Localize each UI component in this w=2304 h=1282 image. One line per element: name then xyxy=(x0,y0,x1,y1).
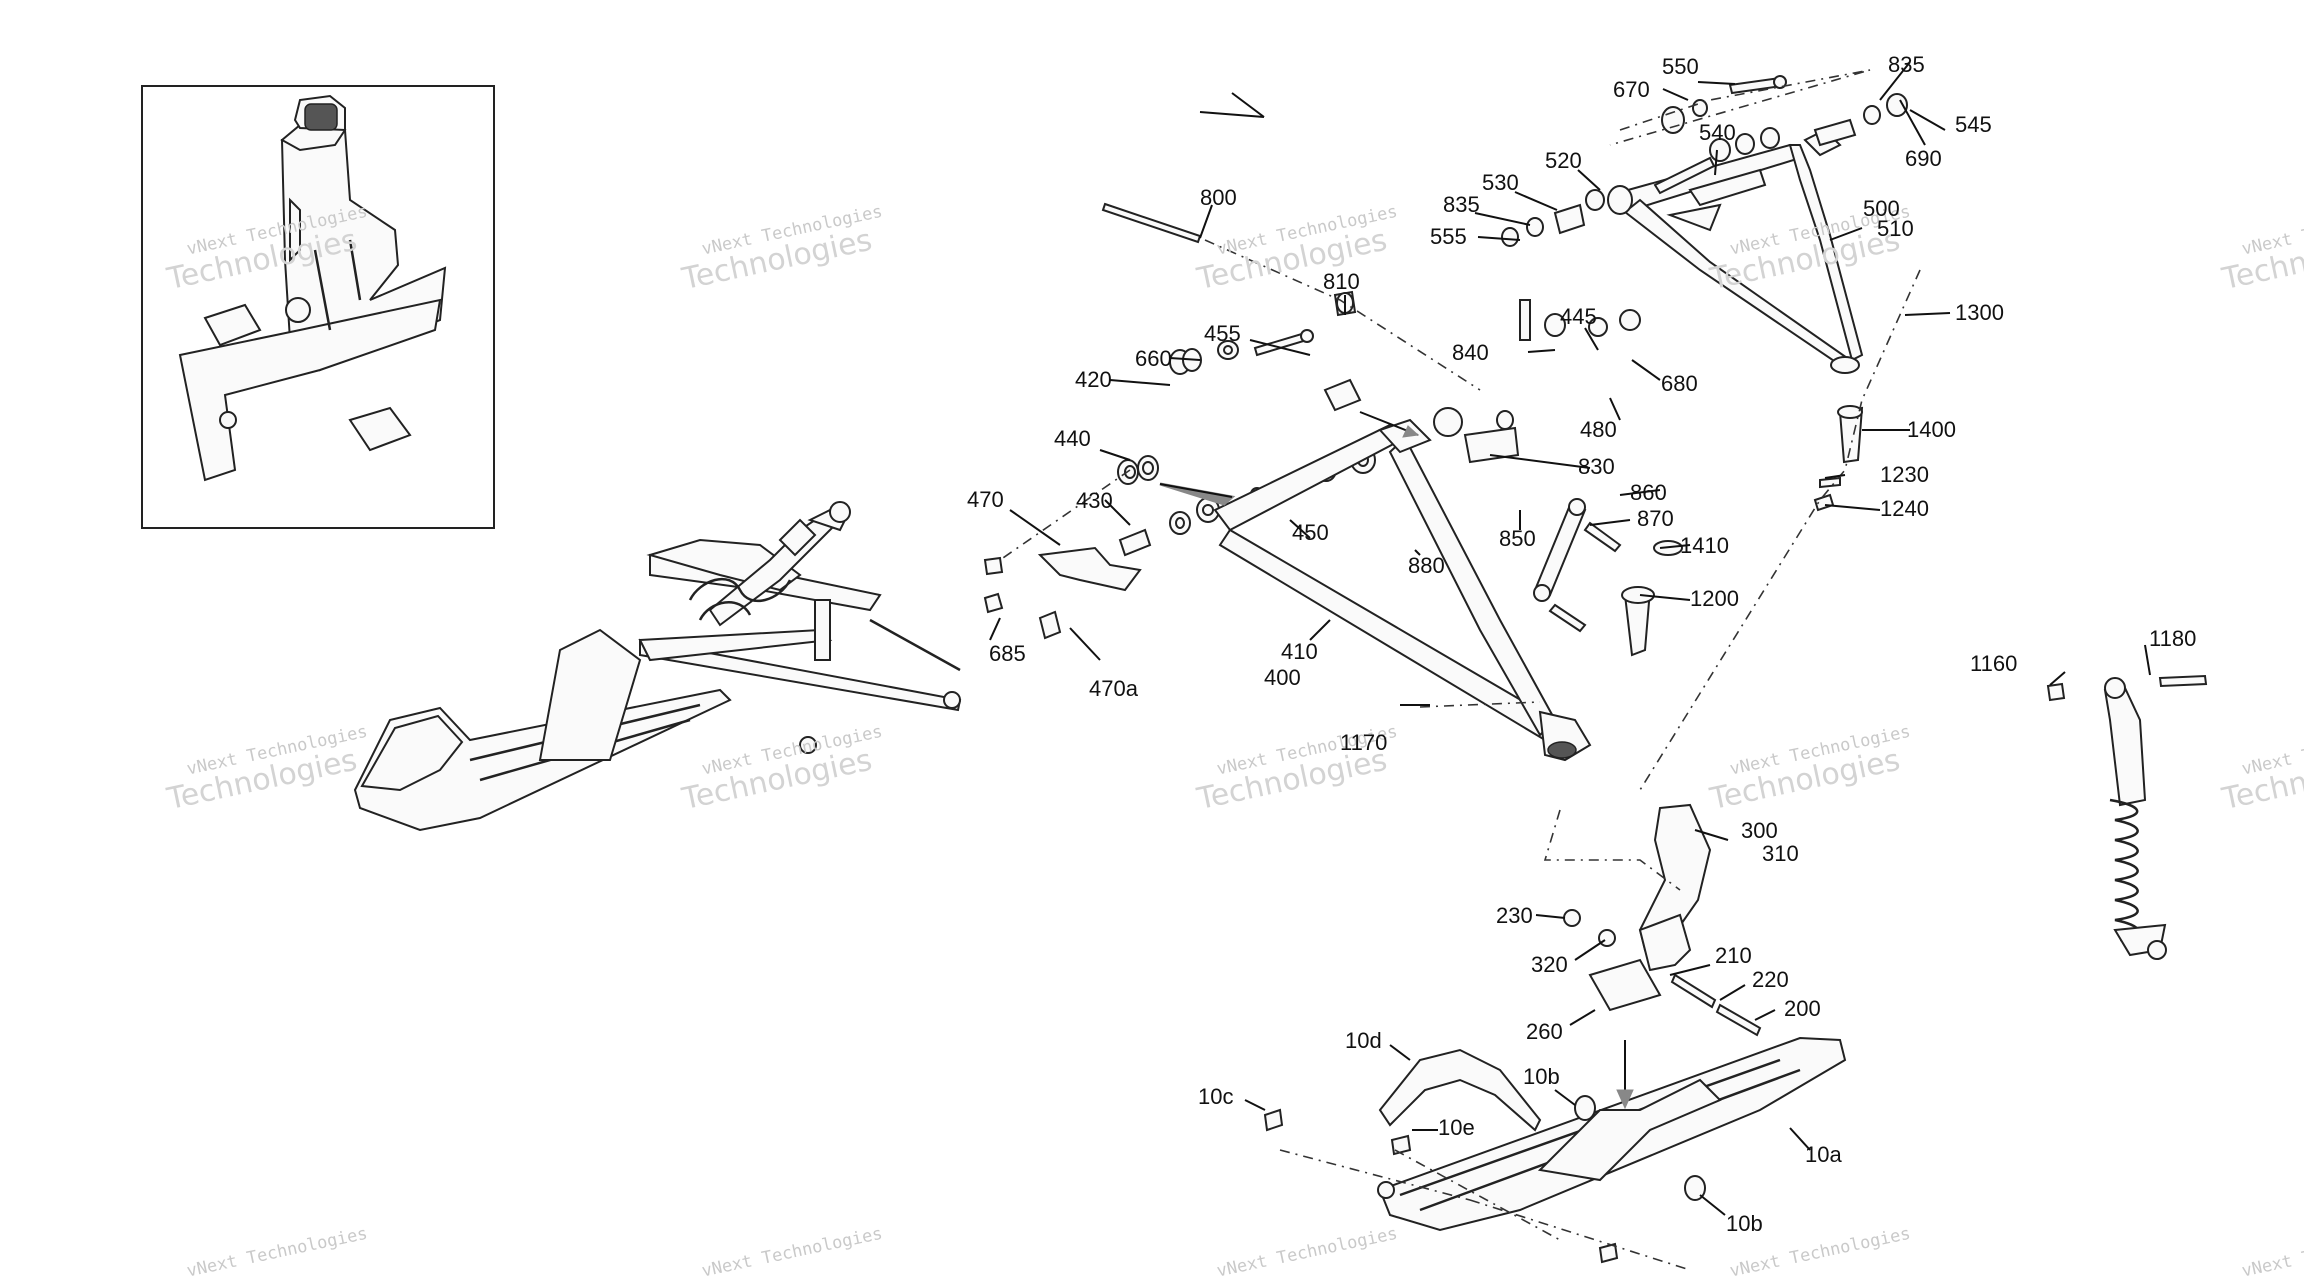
callout-860: 860 xyxy=(1630,480,1667,505)
callout-870: 870 xyxy=(1637,506,1674,531)
callout-660: 660 xyxy=(1135,346,1172,371)
callout-1160: 1160 xyxy=(1970,651,2018,676)
callout-835-b: 835 xyxy=(1443,192,1480,217)
callout-455: 455 xyxy=(1204,321,1241,346)
callout-510: 510 xyxy=(1877,216,1914,241)
callout-10e: 10e xyxy=(1438,1115,1475,1140)
callout-10d: 10d xyxy=(1345,1028,1382,1053)
callout-1170: 1170 xyxy=(1340,730,1388,755)
part-1400-ball-joint xyxy=(1813,405,1864,512)
callout-555: 555 xyxy=(1430,224,1467,249)
callout-320: 320 xyxy=(1531,952,1568,977)
callout-530: 530 xyxy=(1482,170,1519,195)
inset-frame xyxy=(141,85,495,529)
callout-850: 850 xyxy=(1499,526,1536,551)
callout-400: 400 xyxy=(1264,665,1301,690)
callout-445: 445 xyxy=(1560,304,1597,329)
callout-840: 840 xyxy=(1452,340,1489,365)
callout-1300: 1300 xyxy=(1955,300,2004,325)
callout-540: 540 xyxy=(1699,120,1736,145)
direction-arrows xyxy=(1159,411,1634,1110)
part-1180-shock xyxy=(2046,674,2208,960)
part-860-link xyxy=(1533,498,1622,633)
callout-10c: 10c xyxy=(1198,1084,1234,1109)
callout-1240: 1240 xyxy=(1880,496,1929,521)
inset-tank-illustration xyxy=(178,94,447,482)
callout-1200: 1200 xyxy=(1690,586,1739,611)
callout-10a: 10a xyxy=(1805,1142,1842,1167)
callout-230: 230 xyxy=(1496,903,1533,928)
assembly-lines xyxy=(999,69,1921,1271)
part-800-rod xyxy=(1101,202,1202,244)
part-400-lower-a-arm xyxy=(1213,407,1592,762)
callout-260: 260 xyxy=(1526,1019,1563,1044)
callout-430: 430 xyxy=(1076,488,1113,513)
callout-800: 800 xyxy=(1200,185,1237,210)
callout-880: 880 xyxy=(1408,553,1445,578)
callout-1180: 1180 xyxy=(2149,626,2197,651)
callout-1230: 1230 xyxy=(1880,462,1929,487)
part-500-upper-a-arm xyxy=(1607,128,1864,374)
leader-lines xyxy=(989,61,2151,1216)
callout-10b: 10b xyxy=(1523,1064,1560,1089)
callout-410: 410 xyxy=(1281,639,1318,664)
callout-480: 480 xyxy=(1580,417,1617,442)
part-300-spindle xyxy=(1563,803,1762,1037)
assembled-suspension-illustration xyxy=(353,501,962,832)
callout-520: 520 xyxy=(1545,148,1582,173)
callout-810: 810 xyxy=(1323,269,1360,294)
callout-830: 830 xyxy=(1578,454,1615,479)
callout-1400: 1400 xyxy=(1907,417,1956,442)
callout-545: 545 xyxy=(1955,112,1992,137)
callout-670: 670 xyxy=(1613,77,1650,102)
callout-450: 450 xyxy=(1292,520,1329,545)
callout-210: 210 xyxy=(1715,943,1752,968)
callout-440: 440 xyxy=(1054,426,1091,451)
callout-685: 685 xyxy=(989,641,1026,666)
part-470-bracket xyxy=(983,546,1142,640)
callout-1410: 1410 xyxy=(1680,533,1729,558)
callout-500: 500 xyxy=(1863,196,1900,221)
callout-310: 310 xyxy=(1762,841,1799,866)
callout-835: 835 xyxy=(1888,52,1925,77)
callout-470: 470 xyxy=(967,487,1004,512)
part-10a-ski xyxy=(1263,1036,1847,1264)
callout-220: 220 xyxy=(1752,967,1789,992)
part-1200-ball-joint xyxy=(1621,540,1683,657)
callout-680: 680 xyxy=(1661,371,1698,396)
callout-200: 200 xyxy=(1784,996,1821,1021)
callout-690: 690 xyxy=(1905,146,1942,171)
callout-10b-2: 10b xyxy=(1726,1211,1763,1236)
small-parts-top xyxy=(1496,75,1908,430)
callout-420: 420 xyxy=(1075,367,1112,392)
callout-470a: 470a xyxy=(1089,676,1138,701)
callout-550: 550 xyxy=(1662,54,1699,79)
callout-300: 300 xyxy=(1741,818,1778,843)
